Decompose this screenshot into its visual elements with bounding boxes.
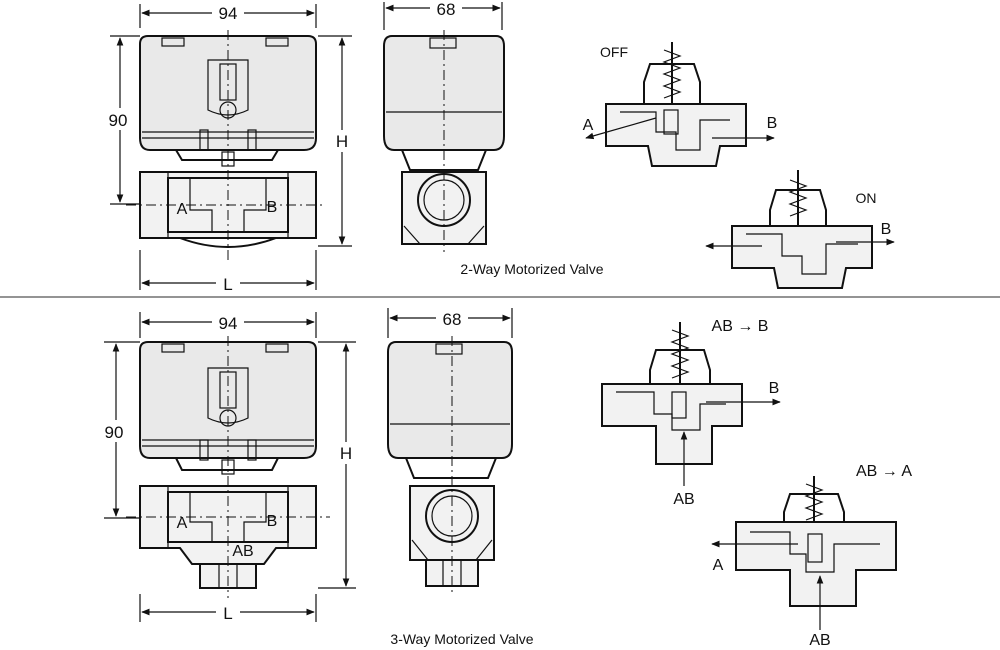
- two-way-total-height: H: [336, 132, 348, 151]
- three-way-flow-ab-to-b: AB → B B AB: [601, 318, 781, 508]
- two-way-height-90: 90: [109, 111, 128, 130]
- three-way-total-height: H: [340, 444, 352, 463]
- flow2-port-ab: AB: [809, 632, 830, 649]
- flow1-port-b: B: [769, 380, 780, 397]
- three-way-port-ab: AB: [232, 543, 253, 560]
- two-way-caption: 2-Way Motorized Valve: [460, 261, 603, 277]
- three-way-port-a: A: [177, 515, 188, 532]
- on-port-b: B: [881, 221, 892, 238]
- three-way-width-94: 94: [219, 314, 238, 333]
- flow1-title: AB → B: [712, 318, 769, 335]
- flow2-port-a: A: [713, 557, 724, 574]
- two-way-port-a: A: [177, 201, 188, 218]
- two-way-off-section: OFF A B: [583, 42, 778, 167]
- three-way-caption: 3-Way Motorized Valve: [390, 631, 533, 647]
- three-way-height-90: 90: [105, 423, 124, 442]
- two-way-port-b: B: [267, 199, 278, 216]
- two-way-width-94: 94: [219, 4, 238, 23]
- flow1-port-ab: AB: [673, 491, 694, 508]
- on-state-label: ON: [856, 190, 877, 206]
- two-way-front-view: 94 90 H L: [104, 2, 354, 294]
- three-way-side-view: 68: [387, 308, 513, 594]
- two-way-on-section: ON B: [705, 170, 895, 289]
- flow2-title: AB → A: [856, 463, 912, 480]
- two-way-side-view: 68: [383, 0, 505, 252]
- three-way-flow-ab-to-a: AB → A A AB: [711, 463, 912, 649]
- two-way-length: L: [223, 275, 232, 294]
- off-port-a: A: [583, 117, 594, 134]
- three-way-front-view: 94 90 H L: [100, 312, 358, 623]
- three-way-side-width-68: 68: [443, 310, 462, 329]
- two-way-side-width-68: 68: [437, 0, 456, 19]
- three-way-port-b: B: [267, 513, 278, 530]
- off-state-label: OFF: [600, 44, 628, 60]
- three-way-length: L: [223, 604, 232, 623]
- off-port-b: B: [767, 115, 778, 132]
